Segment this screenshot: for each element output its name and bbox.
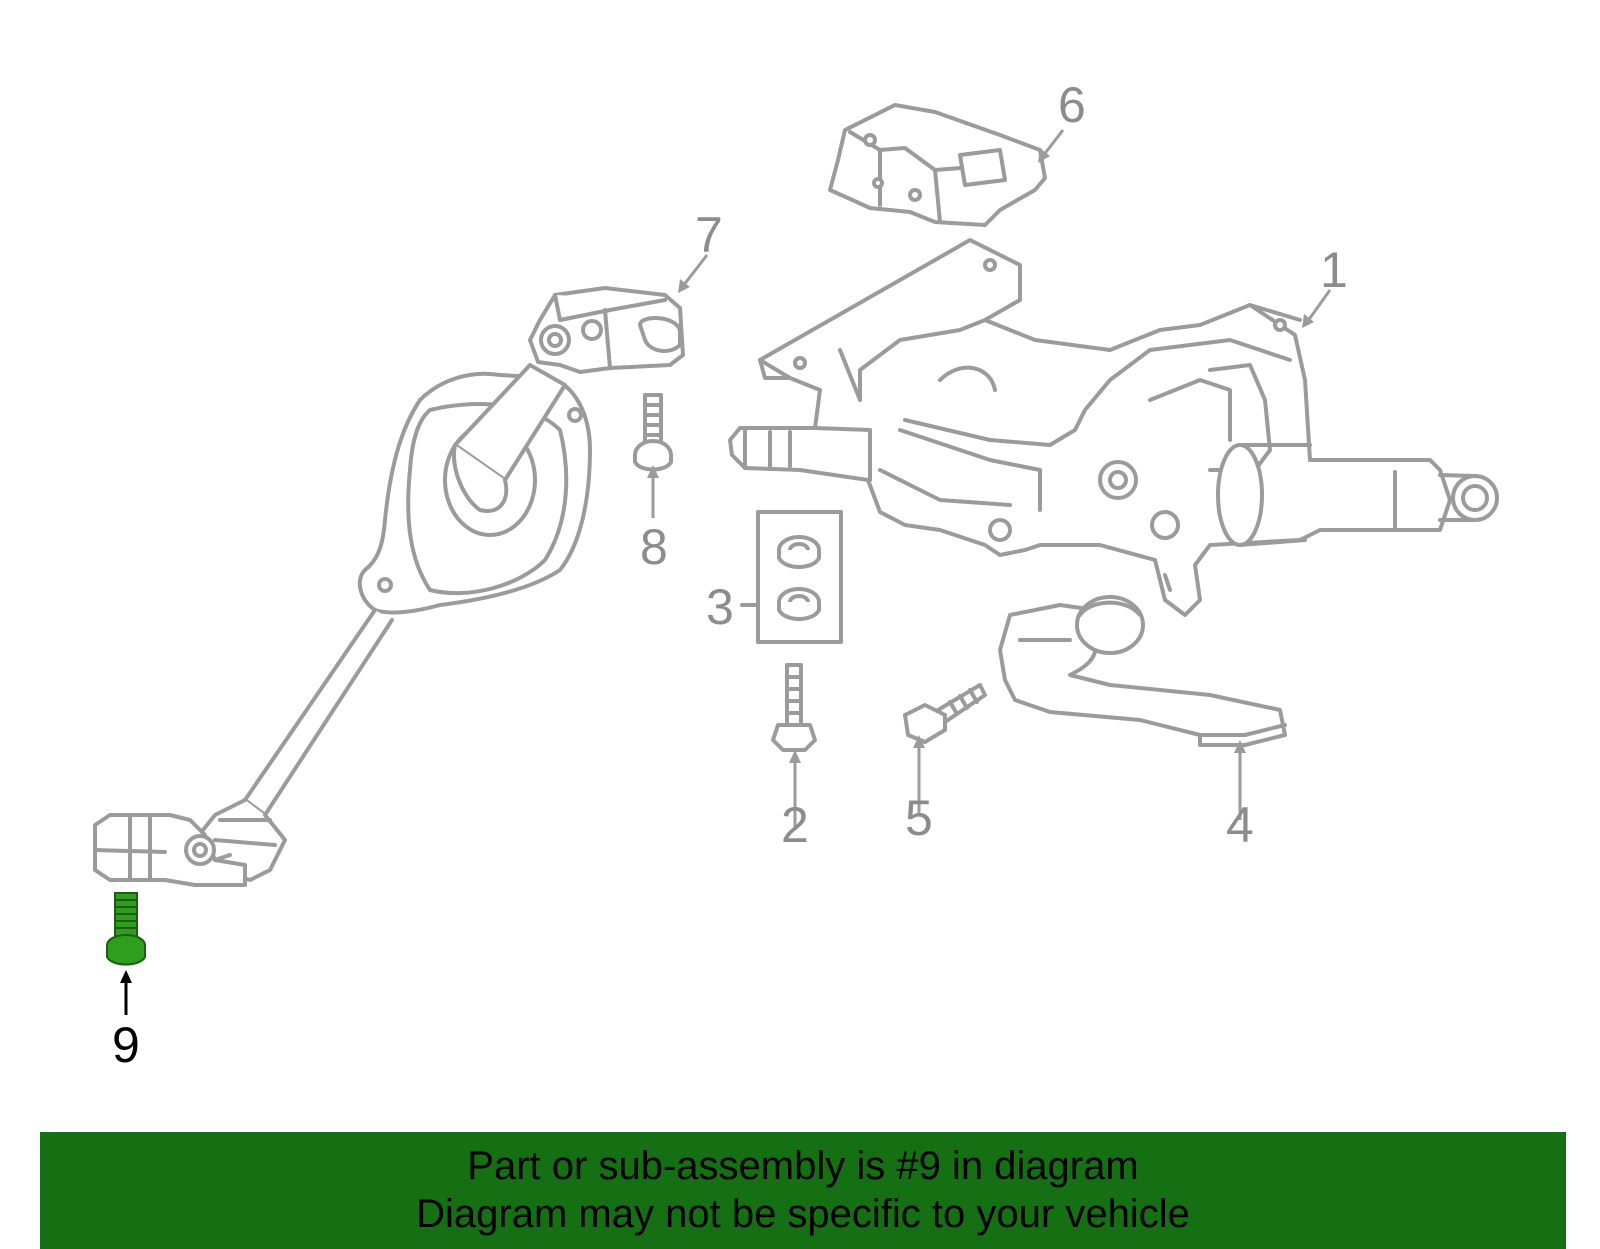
part-3-washers bbox=[740, 510, 843, 644]
info-banner: Part or sub-assembly is #9 in diagram Di… bbox=[40, 1132, 1566, 1249]
part-8-bolt bbox=[633, 393, 673, 472]
callout-5: 5 bbox=[905, 790, 933, 846]
banner-line-2: Diagram may not be specific to your vehi… bbox=[416, 1192, 1190, 1236]
callout-8: 8 bbox=[640, 519, 668, 575]
intermediate-shaft bbox=[193, 363, 592, 882]
callout-9: 9 bbox=[112, 1017, 140, 1073]
callout-1: 1 bbox=[1320, 242, 1348, 298]
callout-3: 3 bbox=[706, 579, 734, 635]
banner-line-1: Part or sub-assembly is #9 in diagram bbox=[467, 1144, 1139, 1188]
callout-2: 2 bbox=[781, 797, 809, 853]
lower-yoke bbox=[93, 813, 247, 887]
callout-7: 7 bbox=[695, 207, 723, 263]
part-5-bolt bbox=[903, 683, 987, 744]
highlight-arrow bbox=[120, 970, 132, 1015]
callout-4: 4 bbox=[1226, 797, 1254, 853]
part-6-module bbox=[828, 103, 1047, 227]
part-4-lever bbox=[998, 595, 1287, 747]
callout-6: 6 bbox=[1058, 77, 1086, 133]
arrow-heads bbox=[647, 148, 1314, 763]
part-7-yoke bbox=[528, 286, 685, 374]
part-1-steering-column bbox=[728, 238, 1499, 617]
part-9-bolt bbox=[106, 892, 146, 966]
part-2-bolt bbox=[771, 663, 817, 752]
